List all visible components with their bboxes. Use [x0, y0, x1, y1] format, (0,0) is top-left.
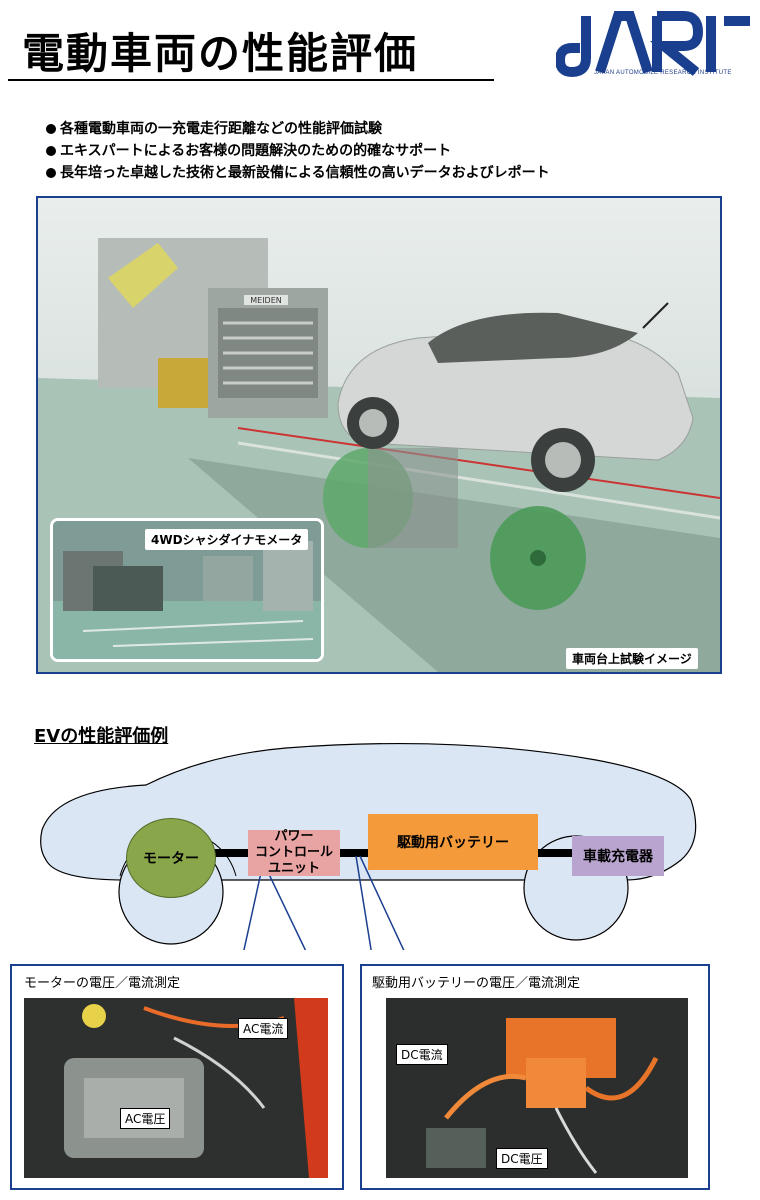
feature-item: エキスパートによるお客様の問題解決のための的確なサポート: [46, 140, 550, 162]
bullet-icon: [46, 168, 56, 178]
bullet-icon: [46, 124, 56, 134]
motor-measurement-panel: モーターの電圧／電流測定 AC電流 AC電圧: [10, 964, 344, 1190]
battery-node: 駆動用バッテリー: [368, 814, 538, 870]
motor-engine-photo: AC電流 AC電圧: [24, 998, 328, 1178]
page-title: 電動車両の性能評価: [22, 29, 419, 78]
battery-measurement-panel: 駆動用バッテリーの電圧／電流測定 DC電流 DC電圧: [360, 964, 710, 1190]
feature-item: 長年培った卓越した技術と最新設備による信頼性の高いデータおよびレポート: [46, 162, 550, 184]
dyno-illustration: MEIDEN: [38, 198, 720, 672]
ac-current-label: AC電流: [238, 1018, 289, 1039]
motor-node: モーター: [126, 818, 216, 898]
chassis-dyno-image: MEIDEN 4WDシャシダイナモメータ: [36, 196, 722, 674]
battery-photo: DC電流 DC電圧: [386, 998, 688, 1178]
panel-title: モーターの電圧／電流測定: [24, 976, 181, 991]
inset-caption: 4WDシャシダイナモメータ: [145, 529, 309, 550]
dyno-brand: MEIDEN: [250, 296, 282, 305]
charger-node: 車載充電器: [572, 836, 664, 876]
feature-list: 各種電動車両の一充電走行距離などの性能評価試験 エキスパートによるお客様の問題解…: [46, 118, 550, 184]
dc-current-label: DC電流: [396, 1044, 448, 1065]
dc-voltage-label: DC電圧: [496, 1148, 548, 1169]
pcu-node: パワー コントロール ユニット: [248, 829, 340, 876]
title-underline: [8, 79, 494, 81]
ac-voltage-label: AC電圧: [120, 1108, 171, 1129]
panel-title: 駆動用バッテリーの電圧／電流測定: [372, 976, 581, 991]
inset-photo: 4WDシャシダイナモメータ: [50, 518, 324, 662]
ev-diagram: モーター パワー コントロール ユニット 駆動用バッテリー 車載充電器: [36, 730, 716, 969]
jari-logo: [554, 6, 756, 84]
feature-item: 各種電動車両の一充電走行距離などの性能評価試験: [46, 118, 550, 140]
bullet-icon: [46, 146, 56, 156]
logo-subtitle: JAPAN AUTOMOBILE RESEARCH INSTITUTE: [594, 70, 732, 76]
image-caption: 車両台上試験イメージ: [566, 648, 698, 669]
section-title: EVの性能評価例: [34, 726, 169, 747]
